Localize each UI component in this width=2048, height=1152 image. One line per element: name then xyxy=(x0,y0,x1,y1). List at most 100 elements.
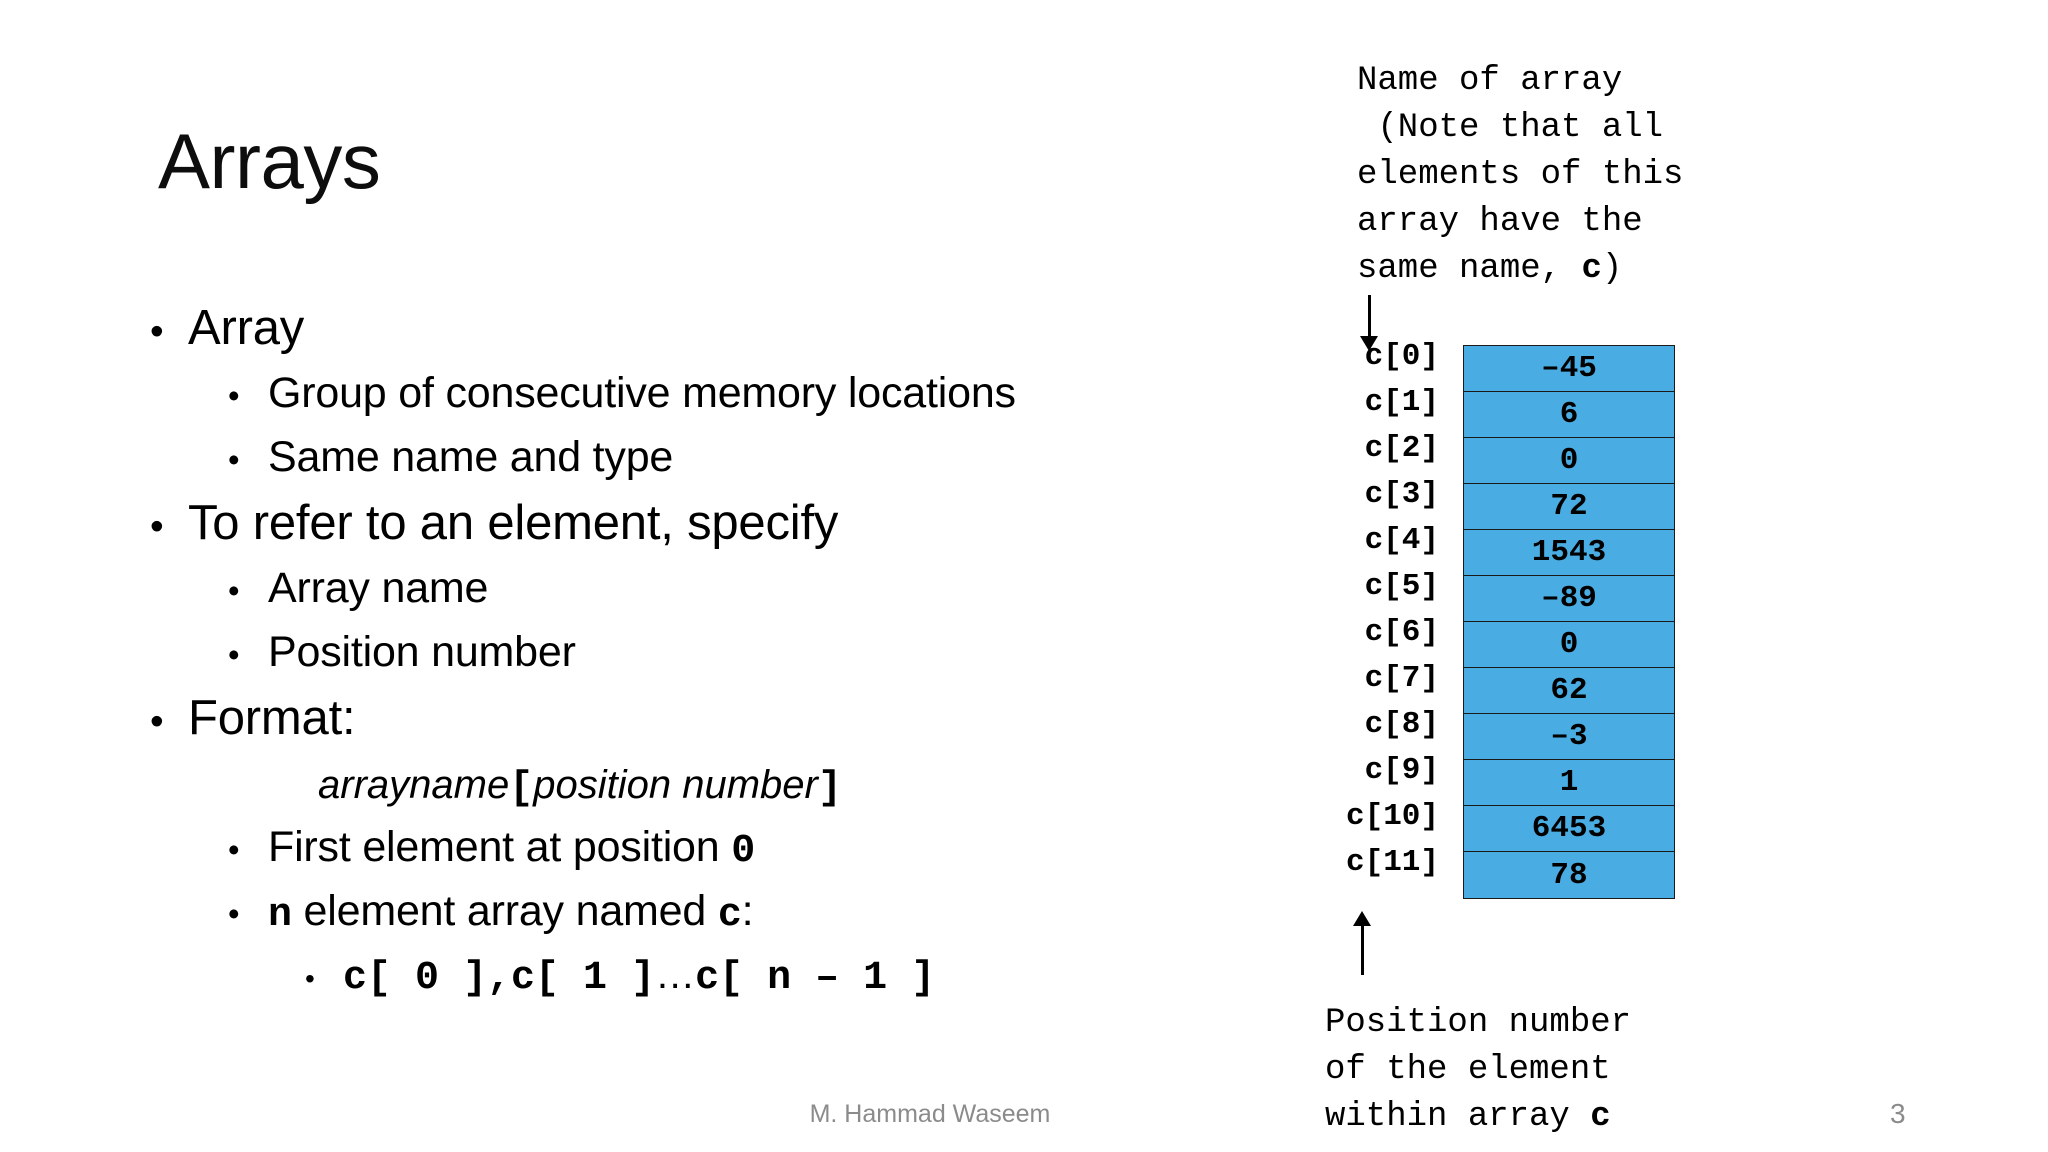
bullet-list: • Array • Group of consecutive memory lo… xyxy=(150,298,1280,1011)
table-row: c[9] 1 xyxy=(1365,753,1674,806)
caption-top-tail: ) xyxy=(1601,250,1623,288)
list-item-label: Array xyxy=(188,301,305,355)
array-index-label: c[0] xyxy=(1364,339,1439,374)
array-cell-value: 6453 xyxy=(1464,806,1674,852)
array-index-label: c[5] xyxy=(1364,569,1439,604)
format-arrayname: arrayname xyxy=(318,763,510,807)
first-element-code: 0 xyxy=(731,829,756,874)
table-row: c[11] 78 xyxy=(1346,845,1674,898)
array-cell-value: 6 xyxy=(1464,392,1674,438)
caption-top-line-1: (Note that all xyxy=(1357,109,1664,147)
format-position-number: position number xyxy=(533,763,818,807)
array-cell-value: 0 xyxy=(1464,622,1674,668)
caption-top-line-3: array have the xyxy=(1357,203,1643,241)
array-index-label: c[11] xyxy=(1345,845,1439,880)
table-row: c[7] 62 xyxy=(1365,661,1674,714)
array-cell-value: 1 xyxy=(1464,760,1674,806)
n-code: n xyxy=(268,893,292,938)
format-syntax-line: arrayname[position number] xyxy=(318,755,1280,819)
array-cell-value: –89 xyxy=(1464,576,1674,622)
array-cells-table: c[0] –45 c[1] 6 c[2] 0 c[3] 72 c[4] 1543… xyxy=(1346,339,1675,899)
array-index-label: c[8] xyxy=(1364,707,1439,742)
table-row: c[4] 1543 xyxy=(1365,523,1674,576)
arrow-up-shaft xyxy=(1361,925,1364,975)
table-row: c[8] –3 xyxy=(1365,707,1674,760)
caption-top-line-4: same name, xyxy=(1357,250,1582,288)
list-item: • c[ 0 ],c[ 1 ]…c[ n – 1 ] xyxy=(305,947,1280,1011)
table-row: c[5] –89 xyxy=(1365,569,1674,622)
list-item: • n element array named c: xyxy=(228,883,1280,947)
format-open-bracket: [ xyxy=(509,766,534,811)
list-item-label: To refer to an element, specify xyxy=(188,496,839,550)
n-element-mid: element array named xyxy=(291,887,718,935)
table-row: c[10] 6453 xyxy=(1346,799,1674,852)
array-cell-value: –3 xyxy=(1464,714,1674,760)
array-index-label: c[4] xyxy=(1364,523,1439,558)
caption-bottom-line-0: Position number xyxy=(1325,1004,1632,1042)
table-row: c[0] –45 xyxy=(1365,339,1674,392)
c-code: c xyxy=(717,893,742,938)
list-item-label: Group of consecutive memory locations xyxy=(268,369,1016,417)
array-cell-value: 62 xyxy=(1464,668,1674,714)
caption-top-line-0: Name of array xyxy=(1357,62,1623,100)
array-index-label: c[6] xyxy=(1364,615,1439,650)
list-item-label: Array name xyxy=(268,564,489,612)
caption-top-code: c xyxy=(1581,250,1602,288)
caption-bottom-line-2: within array xyxy=(1325,1098,1591,1136)
arrow-up-head-icon xyxy=(1353,911,1371,926)
table-row: c[1] 6 xyxy=(1365,385,1674,438)
list-item: • Same name and type xyxy=(228,429,1280,493)
list-item-label: First element at position 0 xyxy=(268,819,1280,880)
array-element-code-first: c[ 0 ],c[ 1 ] xyxy=(343,956,656,1001)
list-item: • Array xyxy=(150,298,1280,365)
array-cell-value: 1543 xyxy=(1464,530,1674,576)
arrow-down-shaft xyxy=(1368,295,1371,338)
list-item: • Array name xyxy=(228,560,1280,624)
first-element-prefix: First element at position xyxy=(268,823,732,871)
array-cell-value: 78 xyxy=(1464,852,1674,898)
bullet-dot-icon: • xyxy=(228,441,240,478)
list-item-label: n element array named c: xyxy=(268,883,1280,944)
array-name-caption: Name of array (Note that all elements of… xyxy=(1357,58,1683,293)
table-row: c[2] 0 xyxy=(1365,431,1674,484)
array-index-label: c[10] xyxy=(1345,799,1439,834)
caption-bottom-line-1: of the element xyxy=(1325,1051,1611,1089)
array-index-label: c[7] xyxy=(1364,661,1439,696)
list-item-label: c[ 0 ],c[ 1 ]…c[ n – 1 ] xyxy=(343,947,1280,1007)
list-item-label: Format: xyxy=(188,691,356,745)
table-row: c[6] 0 xyxy=(1365,615,1674,668)
bullet-dot-icon: • xyxy=(228,831,240,868)
array-index-label: c[3] xyxy=(1364,477,1439,512)
bullet-dot-icon: • xyxy=(305,963,315,994)
list-item: • To refer to an element, specify xyxy=(150,493,1280,560)
slide-number: 3 xyxy=(1890,1098,1906,1129)
list-item: • Format: xyxy=(150,688,1280,755)
bullet-dot-icon: • xyxy=(150,700,164,743)
caption-bottom-code: c xyxy=(1590,1098,1611,1136)
array-cell-value: 0 xyxy=(1464,438,1674,484)
array-cell-value: 72 xyxy=(1464,484,1674,530)
list-item: • Position number xyxy=(228,624,1280,688)
format-close-bracket: ] xyxy=(817,766,842,811)
list-item-label: Same name and type xyxy=(268,433,674,481)
bullet-dot-icon: • xyxy=(150,310,164,353)
bullet-dot-icon: • xyxy=(228,377,240,414)
list-item: • Group of consecutive memory locations xyxy=(228,365,1280,429)
footer-author: M. Hammad Waseem xyxy=(809,1100,1051,1128)
ellipsis: … xyxy=(655,953,696,997)
list-item: • First element at position 0 xyxy=(228,819,1280,883)
array-element-code-last: c[ n – 1 ] xyxy=(695,956,936,1001)
array-index-label: c[2] xyxy=(1364,431,1439,466)
bullet-dot-icon: • xyxy=(228,636,240,673)
bullet-dot-icon: • xyxy=(150,505,164,548)
arrow-down-head-icon xyxy=(1360,336,1378,351)
bullet-dot-icon: • xyxy=(228,572,240,609)
list-item-label: Position number xyxy=(268,628,576,676)
n-element-suffix: : xyxy=(741,887,754,935)
array-index-label: c[9] xyxy=(1364,753,1439,788)
caption-top-line-2: elements of this xyxy=(1357,156,1684,194)
position-number-caption: Position number of the element within ar… xyxy=(1325,1000,1631,1141)
array-index-label: c[1] xyxy=(1364,385,1439,420)
table-row: c[3] 72 xyxy=(1365,477,1674,530)
bullet-dot-icon: • xyxy=(228,895,240,932)
